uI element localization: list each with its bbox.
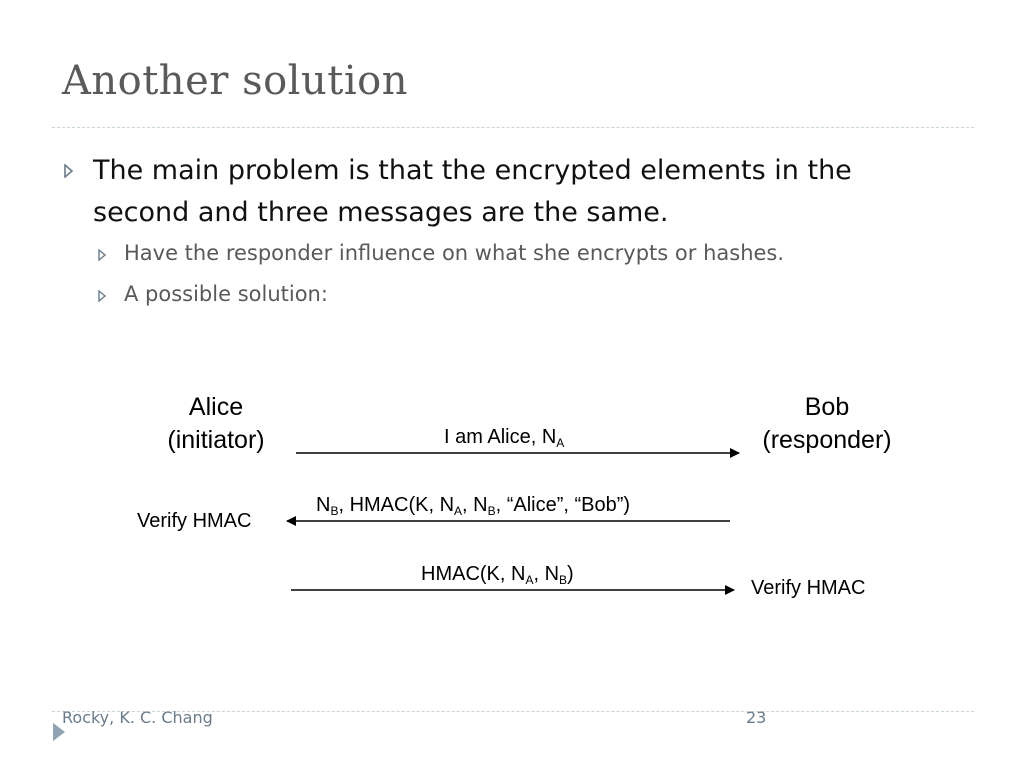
- bob-verify-label: Verify HMAC: [751, 577, 866, 599]
- message-2-label: NB, HMAC(K, NA, NB, “Alice”, “Bob”): [316, 494, 631, 518]
- alice-role: (initiator): [167, 426, 265, 454]
- message-3-label: HMAC(K, NA, NB): [421, 563, 574, 587]
- bob-name: Bob: [804, 393, 850, 421]
- message-1-label: I am Alice, NA: [444, 426, 565, 450]
- slide-title: Another solution: [62, 58, 408, 104]
- bullet-arrow-icon: [98, 290, 106, 302]
- bullet-sub-2: A possible solution:: [124, 282, 328, 306]
- bullet-main: The main problem is that the encrypted e…: [93, 155, 852, 228]
- bullet-sub-1: Have the responder influence on what she…: [124, 241, 785, 265]
- bob-role: (responder): [762, 426, 892, 454]
- alice-name: Alice: [188, 393, 244, 421]
- bullet-arrow-icon: [98, 249, 106, 261]
- bob-label: Bob (responder): [748, 391, 906, 457]
- bullet-arrow-icon: [64, 164, 74, 178]
- alice-verify-label: Verify HMAC: [137, 510, 252, 532]
- title-divider: [52, 127, 974, 128]
- alice-label: Alice (initiator): [150, 391, 282, 457]
- footer-triangle-icon: [53, 723, 65, 741]
- footer-author: Rocky, K. C. Chang: [62, 708, 213, 727]
- footer-divider: [52, 711, 974, 712]
- page-number: 23: [746, 708, 767, 727]
